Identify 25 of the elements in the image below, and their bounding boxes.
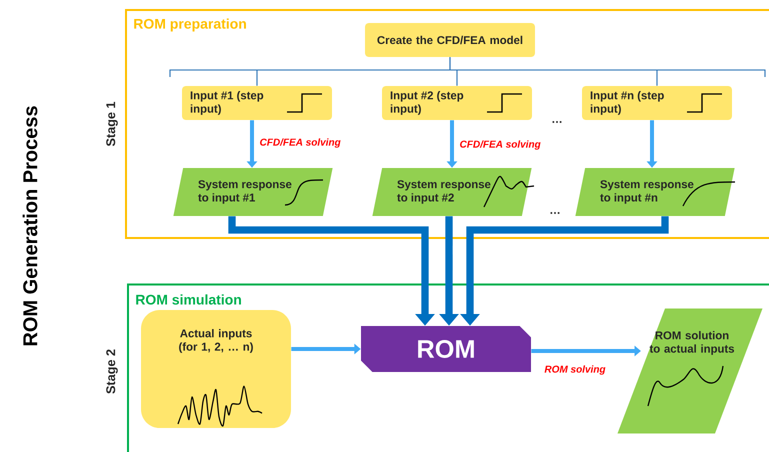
stage-heading: ROM simulation — [136, 294, 241, 305]
connector-line — [449, 57, 658, 86]
edge-label: CFD/FEA solving — [458, 139, 542, 151]
edge-label: CFD/FEA solving — [258, 137, 342, 149]
ellipsis-label: … — [552, 121, 562, 123]
output-parallelogram — [617, 308, 762, 434]
input-box: Input #2 (step input) — [382, 86, 532, 120]
diagram-title: ROM Generation Process — [22, 106, 38, 346]
stage-frame — [127, 284, 769, 452]
input-box: Input #n (step input) — [582, 86, 732, 120]
stage-label: Stage 1 — [106, 102, 118, 146]
input-label: Actual inputs (for 1, 2, … n) — [179, 329, 253, 353]
input-box — [141, 310, 291, 428]
output-parallelogram: System response to input #1 — [173, 168, 333, 216]
stage-heading: ROM preparation — [134, 18, 246, 32]
output-label: ROM solution to actual inputs — [650, 331, 734, 355]
rom-block: ROM — [361, 326, 531, 372]
stage-frame — [125, 9, 769, 239]
process-box: Create the CFD/FEA model — [365, 23, 535, 57]
edge-label: ROM solving — [543, 364, 607, 376]
stage-label: Stage 2 — [106, 349, 118, 394]
output-parallelogram: System response to input #n — [575, 168, 735, 216]
input-box: Input #1 (step input) — [182, 86, 332, 120]
output-parallelogram: System response to input #2 — [372, 168, 532, 216]
ellipsis-label: … — [550, 212, 560, 214]
